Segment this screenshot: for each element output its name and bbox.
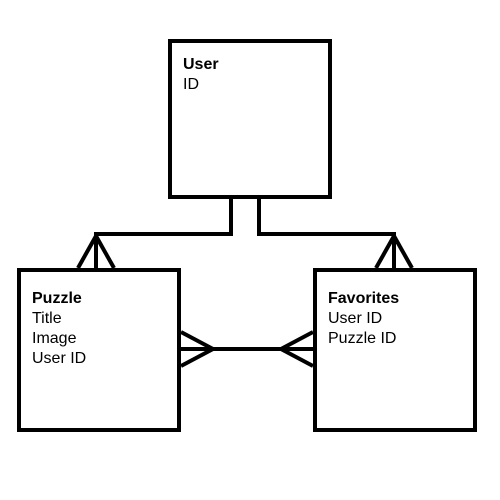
relationship-user-puzzle [76,199,233,269]
crows-foot-favorites-right [392,235,414,269]
entity-puzzle-field-title: Title [32,310,62,327]
entity-favorites-field-user-id: User ID [328,310,383,327]
entity-puzzle-title: Puzzle [32,290,82,307]
crows-foot-favorites-left [374,235,396,269]
entity-favorites: Favorites User ID Puzzle ID [313,268,477,432]
connector-line-user-favorites [257,199,396,268]
entity-user: User ID [168,39,332,199]
crows-foot-puzzle-left [76,235,98,269]
entity-user-title: User [183,56,219,73]
entity-puzzle-field-image: Image [32,330,77,347]
entity-favorites-field-puzzle-id: Puzzle ID [328,330,397,347]
relationship-puzzle-favorites [180,330,314,368]
connector-line-user-puzzle [94,199,233,268]
entity-puzzle-field-user-id: User ID [32,350,87,367]
crows-foot-favorites-side-bottom [280,347,314,368]
crows-foot-puzzle-side-bottom [180,347,214,368]
crows-foot-puzzle-side-top [180,330,214,351]
entity-puzzle: Puzzle Title Image User ID [17,268,181,432]
entity-favorites-title: Favorites [328,290,400,307]
entity-user-field-id: ID [183,76,199,93]
crows-foot-favorites-side-top [280,330,314,351]
relationship-user-favorites [257,199,414,269]
crows-foot-puzzle-right [94,235,116,269]
